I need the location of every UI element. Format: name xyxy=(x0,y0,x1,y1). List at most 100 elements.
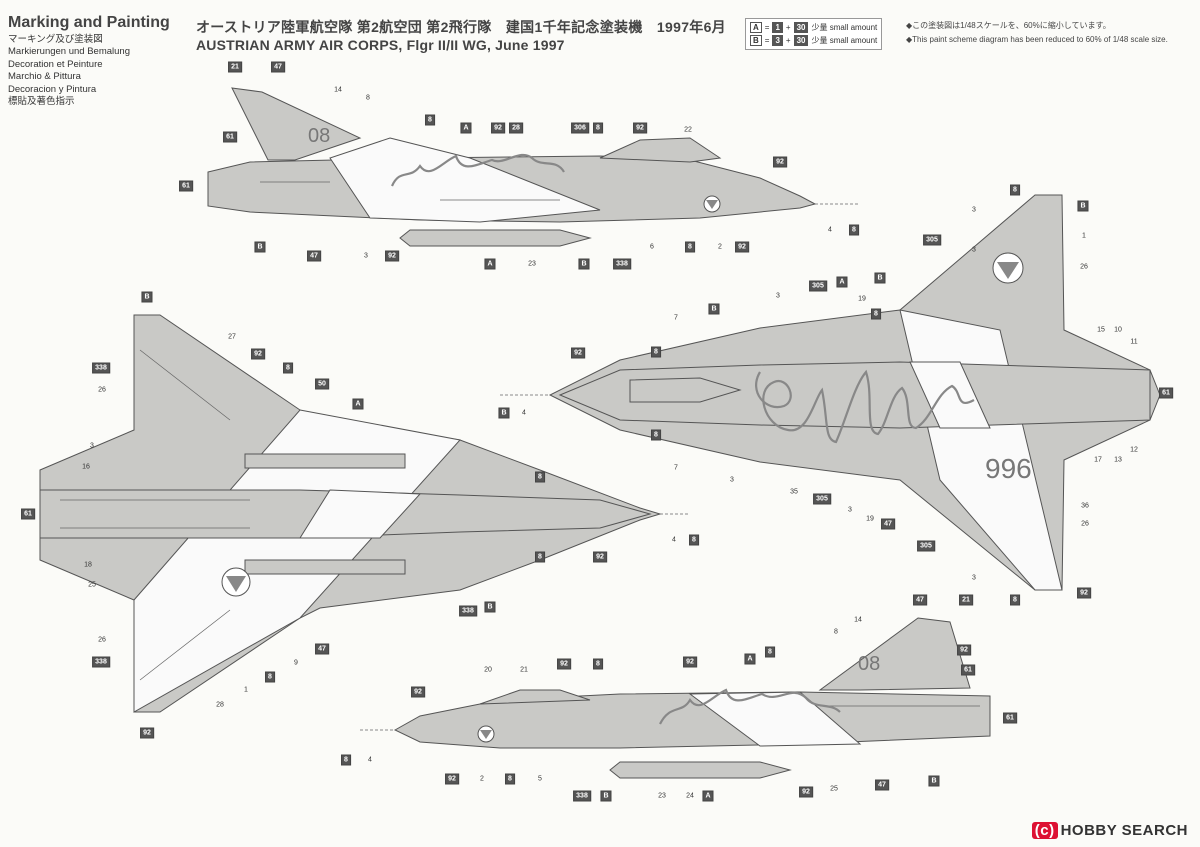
callout-bottom_side-19: 5 xyxy=(538,775,542,783)
callout-bottom_side-15: 4 xyxy=(368,756,372,764)
tail-number: 08 xyxy=(308,125,330,147)
callout-top_view-6: 50 xyxy=(315,378,329,390)
scale-note-jp: ◆この塗装図は1/48スケールを、60%に縮小しています。 xyxy=(906,21,1111,30)
callout-top_view-25: 1 xyxy=(244,686,248,694)
watermark: (c)HOBBY SEARCH xyxy=(1031,822,1188,839)
callout-bottom_view-13: 19 xyxy=(858,295,866,303)
side-view-upper: 08 xyxy=(207,87,860,247)
callout-bottom_view-1: 3 xyxy=(972,206,976,214)
callout-top_side-16: 47 xyxy=(307,250,321,262)
callout-bottom_view-17: 11 xyxy=(1130,338,1138,346)
white-band xyxy=(688,691,862,747)
year-marking: 996 xyxy=(985,453,1032,484)
callout-bottom_view-35: 36 xyxy=(1081,502,1089,510)
callout-bottom_view-25: 13 xyxy=(1114,456,1122,464)
callout-bottom_view-29: 35 xyxy=(790,488,798,496)
callout-top_side-5: 61 xyxy=(179,180,193,192)
callout-bottom_view-34: 305 xyxy=(917,540,935,552)
callout-bottom_side-22: 23 xyxy=(658,792,666,800)
callout-bottom_view-24: 12 xyxy=(1130,446,1138,454)
callout-bottom_view-38: 8 xyxy=(1010,594,1020,606)
callout-bottom_view-18: 92 xyxy=(571,347,585,359)
callout-top_view-22: 338 xyxy=(92,656,110,668)
callout-bottom_view-9: B xyxy=(708,303,720,315)
white-band xyxy=(329,137,601,223)
callout-bottom_view-32: 19 xyxy=(866,515,874,523)
callout-top_view-8: 3 xyxy=(90,442,94,450)
callout-bottom_side-25: 92 xyxy=(799,786,813,798)
callout-top_side-13: 22 xyxy=(684,126,692,134)
callout-top_side-10: 306 xyxy=(571,122,589,134)
callout-bottom_view-30: 305 xyxy=(813,493,831,505)
plan-view-upper xyxy=(39,314,690,713)
callout-bottom_side-17: 2 xyxy=(480,775,484,783)
callout-bottom_view-6: 1 xyxy=(1082,232,1086,240)
mix-row-b: B=3+30 少量 small amount xyxy=(750,34,877,47)
callout-bottom_side-7: 8 xyxy=(593,658,603,670)
page-title: Marking and Painting xyxy=(8,14,170,31)
subtitle-es: Decoracion y Pintura xyxy=(8,83,97,95)
callout-top_side-25: 2 xyxy=(718,243,722,251)
callout-bottom_side-1: 21 xyxy=(959,594,973,606)
callout-top_side-21: B xyxy=(578,258,590,270)
callout-top_view-21: 47 xyxy=(315,643,329,655)
callout-bottom_view-36: 26 xyxy=(1081,520,1089,528)
fuselage-band xyxy=(299,489,422,539)
callout-top_view-20: 26 xyxy=(98,636,106,644)
callout-top_side-17: 3 xyxy=(364,252,368,260)
callout-top_side-3: 8 xyxy=(366,94,370,102)
callout-bottom_side-9: A xyxy=(744,653,756,665)
fuselage-bottom xyxy=(558,361,1151,429)
callout-bottom_view-33: 47 xyxy=(881,518,895,530)
subtitle-fr: Decoration et Peinture xyxy=(8,58,103,70)
mix-code: B xyxy=(750,35,762,46)
callout-bottom_side-14: 8 xyxy=(341,754,351,766)
callout-top_view-2: 92 xyxy=(251,348,265,360)
subtitle-de: Markierungen und Bemalung xyxy=(8,46,130,58)
plan-view-lower: 996 xyxy=(500,194,1161,591)
callout-bottom_view-10: 3 xyxy=(776,292,780,300)
callout-top_side-26: 92 xyxy=(735,241,749,253)
callout-bottom_view-5: B xyxy=(874,272,886,284)
callout-top_view-23: 9 xyxy=(294,659,298,667)
callout-bottom_side-11: 61 xyxy=(961,664,975,676)
callout-bottom_view-20: 61 xyxy=(1159,387,1173,399)
callout-bottom_view-21: B xyxy=(498,407,510,419)
callout-top_view-24: 8 xyxy=(265,671,275,683)
mix-row-a: A=1+30 少量 small amount xyxy=(750,21,877,34)
callout-bottom_view-16: 10 xyxy=(1114,326,1122,334)
scale-notes: ◆この塗装図は1/48スケールを、60%に縮小しています。 ◆This pain… xyxy=(906,19,1168,47)
subtitle-it: Marchio & Pittura xyxy=(8,71,81,83)
callout-top_side-7: A xyxy=(460,122,472,134)
callout-bottom_view-15: 15 xyxy=(1097,326,1105,334)
callout-bottom_view-4: 3 xyxy=(972,246,976,254)
callout-bottom_side-2: 8 xyxy=(834,628,838,636)
callout-bottom_side-10: 8 xyxy=(765,646,775,658)
callout-bottom_view-28: 3 xyxy=(730,476,734,484)
mix-note: 少量 small amount xyxy=(811,36,878,45)
callout-top_side-9: 28 xyxy=(509,122,523,134)
callout-bottom_side-13: 61 xyxy=(1003,712,1017,724)
callout-bottom_side-28: B xyxy=(928,775,940,787)
fuselage-band xyxy=(909,361,991,429)
callout-top_side-20: 23 xyxy=(528,260,536,268)
drop-tank xyxy=(399,229,592,247)
callout-bottom_view-3: 305 xyxy=(923,234,941,246)
callout-bottom_side-29: 92 xyxy=(957,644,971,656)
callout-top_view-16: 8 xyxy=(535,551,545,563)
mix-note: 少量 small amount xyxy=(811,23,878,32)
callout-bottom_view-23: 8 xyxy=(651,429,661,441)
callout-top_view-10: 8 xyxy=(535,471,545,483)
callout-top_side-6: 8 xyxy=(425,114,435,126)
callout-bottom_view-22: 4 xyxy=(522,409,526,417)
callout-top_view-5: 26 xyxy=(98,386,106,394)
callout-bottom_view-26: 17 xyxy=(1094,456,1102,464)
callout-top_side-22: 338 xyxy=(613,258,631,270)
callout-bottom_side-23: 24 xyxy=(686,792,694,800)
callout-top_view-7: A xyxy=(352,398,364,410)
callout-top_side-4: 61 xyxy=(223,131,237,143)
mix-legend: A=1+30 少量 small amount B=3+30 少量 small a… xyxy=(745,18,883,50)
callout-bottom_side-16: 92 xyxy=(445,773,459,785)
script-marking xyxy=(755,369,975,444)
